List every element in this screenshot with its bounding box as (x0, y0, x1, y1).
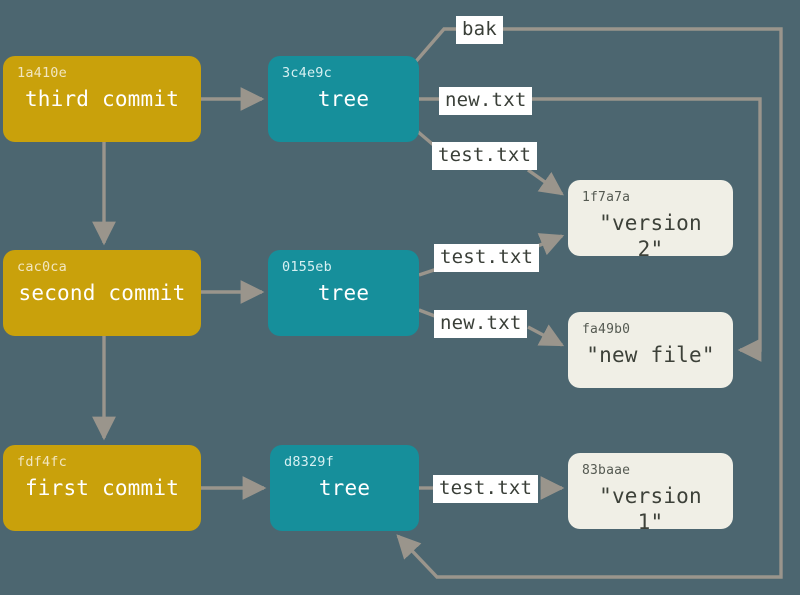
blob-node-fa49b0[interactable]: fa49b0 "new file" (568, 312, 733, 388)
blob-hash: fa49b0 (582, 322, 631, 337)
edge-tree-0155eb-new-txt-b (527, 324, 565, 347)
edge-label-test-txt-top: test.txt (432, 142, 538, 170)
blob-label: "new file" (586, 343, 715, 367)
commit-label: first commit (24, 476, 180, 500)
blob-node-83baae[interactable]: 83baae "version 1" (568, 453, 733, 534)
edge-label-new-txt-top: new.txt (439, 87, 533, 115)
tree-label: tree (318, 476, 371, 500)
tree-hash: d8329f (284, 454, 334, 470)
commit-node-cac0ca[interactable]: cac0ca second commit (3, 250, 201, 336)
commit-node-fdf4fc[interactable]: fdf4fc first commit (3, 445, 201, 531)
edge-tree-3c4e9c-bak (396, 27, 783, 579)
edge-label-test-txt-middle: test.txt (434, 244, 540, 272)
blob-label: "version 1" (599, 484, 702, 534)
commit-node-1a410e[interactable]: 1a410e third commit (3, 56, 201, 142)
commit-label: second commit (18, 281, 186, 305)
edge-label-bak: bak (456, 16, 503, 44)
commit-label: third commit (24, 87, 180, 111)
blob-hash: 1f7a7a (582, 190, 631, 205)
edge-tree-3c4e9c-new-txt (419, 97, 762, 362)
tree-node-0155eb[interactable]: 0155eb tree (268, 250, 419, 336)
edge-label-new-txt-middle: new.txt (434, 310, 528, 338)
blob-node-1f7a7a[interactable]: 1f7a7a "version 2" (568, 180, 733, 261)
tree-node-d8329f[interactable]: d8329f tree (270, 445, 419, 531)
blob-label: "version 2" (599, 211, 702, 261)
commit-hash: cac0ca (17, 259, 67, 275)
edge-label-test-txt-bottom: test.txt (433, 475, 539, 503)
edge-tree-3c4e9c-test-txt-b (527, 168, 564, 196)
tree-hash: 3c4e9c (282, 65, 332, 81)
tree-node-3c4e9c[interactable]: 3c4e9c tree (268, 56, 419, 142)
commit-hash: fdf4fc (17, 454, 67, 470)
tree-label: tree (317, 87, 370, 111)
blob-hash: 83baae (582, 463, 631, 478)
tree-label: tree (317, 281, 370, 305)
commit-hash: 1a410e (17, 65, 67, 81)
tree-hash: 0155eb (282, 259, 332, 275)
